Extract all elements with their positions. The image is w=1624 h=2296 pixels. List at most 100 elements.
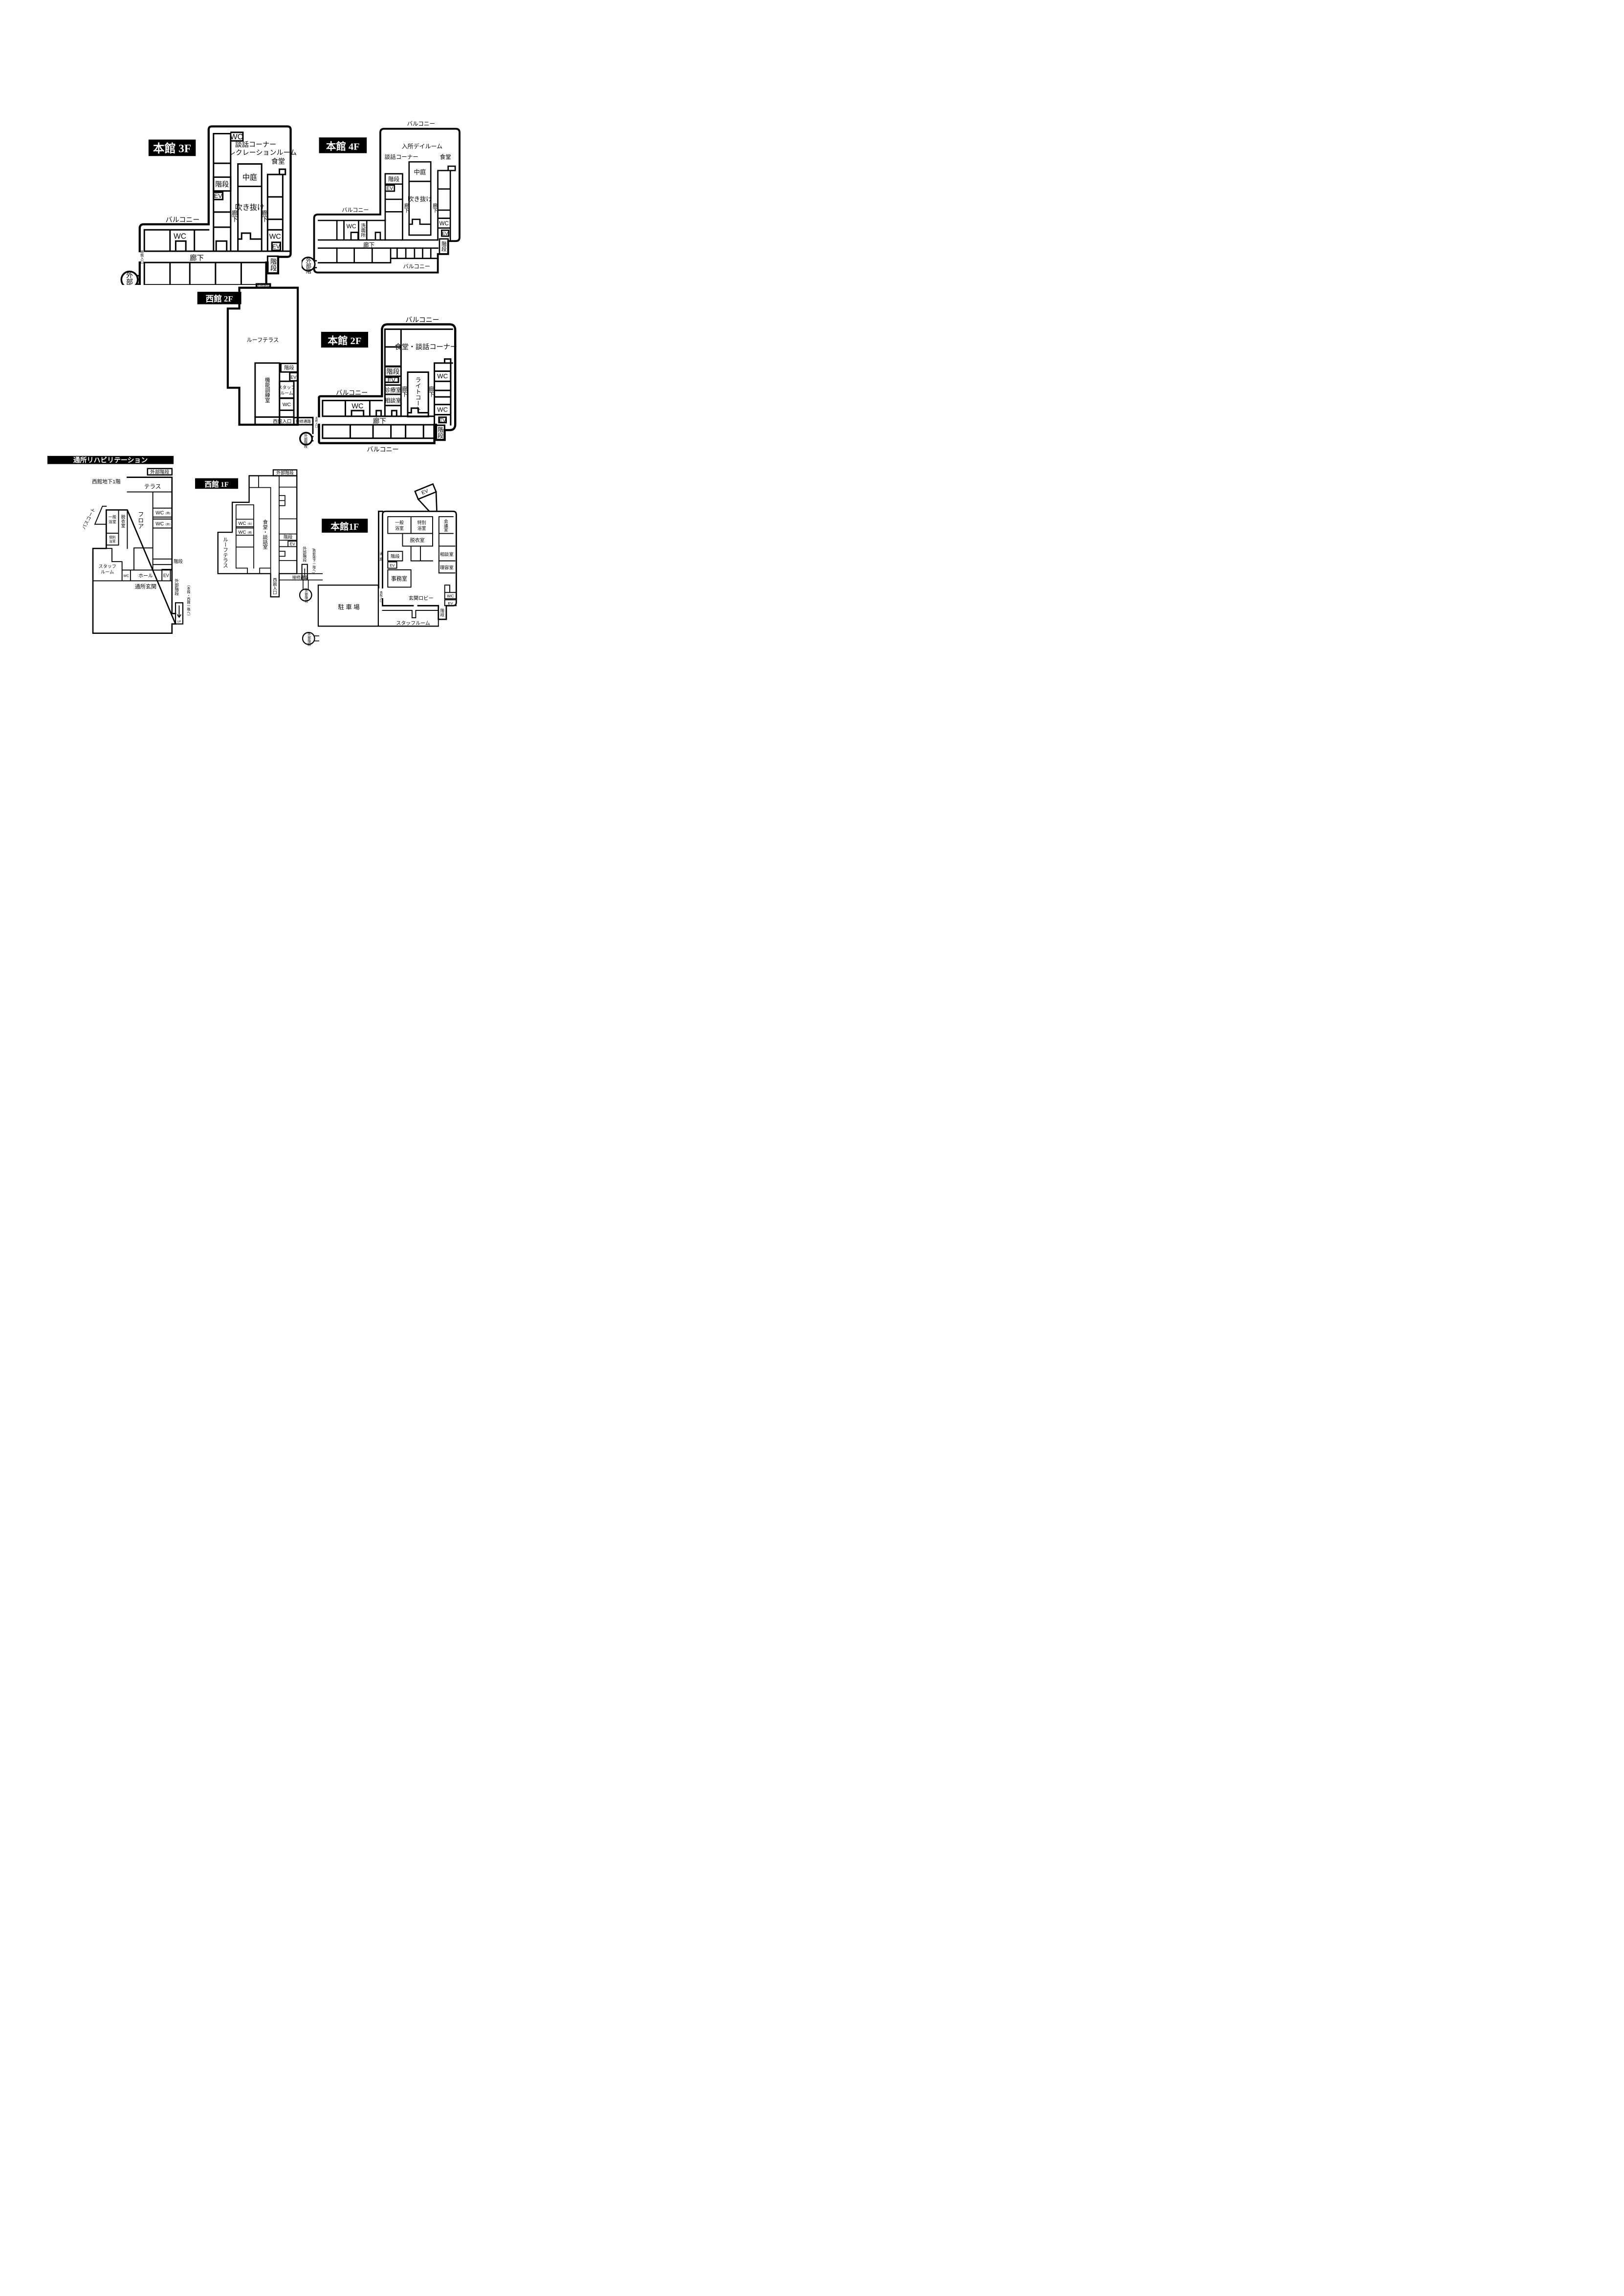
label-gaibu-kaidan-c2: 外部階段: [307, 632, 311, 647]
room-label-soudan: 相談室: [385, 397, 402, 404]
title-bar-nishikan-1f: [195, 478, 239, 489]
room-label-kaidan-right: 階段: [437, 426, 444, 439]
room-label-ev-right: EV: [442, 231, 448, 236]
room-label-ev: EV: [163, 573, 169, 578]
room-label-ippan-2: 浴室: [395, 525, 404, 531]
room-label-shinryo: 診療室: [385, 387, 402, 393]
plan-nishikan-1f: 西館 1F 外部階段 WC (女) WC (男) 食堂・談話室 ルーフテラス 階…: [192, 468, 323, 647]
room-label-recreation-room: レクレーションルーム: [229, 149, 297, 156]
room-label-staff-2: ルーム: [280, 390, 293, 395]
label-honkan-entrance: 本館入口: [314, 416, 318, 429]
label-gaibu-kaidan-mid: 外部階段: [303, 546, 307, 563]
room-label-wc-male-suffix: (男): [248, 531, 252, 534]
room-label-wc-right: WC: [269, 233, 281, 241]
label-setsuzoku-tsuro: 接続通路: [296, 419, 311, 424]
room-label-ev: EV: [290, 375, 297, 380]
room-label-kaidan-right: 階段: [440, 608, 445, 617]
room-label-wc: WC: [447, 594, 454, 599]
room-label-ev: EV: [290, 542, 295, 546]
room-label-kobetsu-1: 個別: [109, 535, 116, 540]
floorplan-nishikan-1f: 西館 1F 外部階段 WC (女) WC (男) 食堂・談話室 ルーフテラス 階…: [195, 469, 323, 647]
label-to-honkan-nishikan-1f: (本館・西館一階へ): [187, 585, 191, 616]
floorplan-honkan-1f: 本館1F EV 一般 浴室 特別 浴室 会議室 脱衣室 階段 EV 通路 相談室…: [317, 483, 457, 627]
room-label-rouka-left: 廊下: [231, 209, 238, 222]
room-label-danwa-corner: 談話コーナー: [385, 153, 418, 160]
room-label-rouka-left: 廊下: [403, 202, 409, 213]
walls: [92, 468, 184, 634]
plan-title: 本館1F: [330, 521, 359, 532]
label-balcony-top: バルコニー: [405, 316, 439, 324]
label-gaibu-kaidan-top: 外部階段: [257, 283, 270, 288]
room-label-kaidan: 階段: [215, 180, 229, 188]
title-bar-honkan-3f: [148, 139, 196, 156]
room-label-rouka-main: 廊下: [373, 417, 386, 425]
room-label-staff-room: スタッフルーム: [396, 620, 430, 626]
label-balcony-mid: バルコニー: [342, 207, 369, 214]
room-label-bath-court: バスコート: [81, 507, 96, 530]
room-label-staff-1: スタッフ: [98, 564, 116, 569]
walls: [226, 283, 314, 442]
title-bar-tsusho: [47, 455, 174, 464]
room-label-danwa-corner: 談話コーナー: [235, 140, 276, 148]
label-balcony-top: バルコニー: [166, 216, 200, 224]
room-label-kobetsu-2: 浴室: [109, 539, 116, 543]
label-tsusho-genkan: 通所玄関: [135, 583, 156, 590]
label-up: UP: [177, 621, 181, 624]
room-label-wc-female-suffix: (女): [248, 522, 252, 526]
room-label-kaidan-right: 階段: [269, 258, 277, 271]
room-label-tokubetsu-2: 浴室: [417, 525, 426, 531]
walls: [317, 483, 457, 627]
room-label-kaidan: 階段: [174, 559, 183, 564]
label-nishikan-b1: 西館地下1階: [92, 478, 121, 485]
room-label-kaidan: 階段: [391, 553, 400, 559]
floorplan-honkan-4f: 本館 4F バルコニー 入所デイルーム 談話コーナー 食堂 中庭 階段 EV 吹…: [302, 121, 461, 274]
floorplan-tsusho: 通所リハビリテーション 外部階段 西館地下1階 テラス フロア WC (男) W…: [47, 455, 191, 634]
label-gaibu-kaidan-right: 外部階段: [175, 578, 179, 596]
plan-title: 本館 2F: [328, 335, 361, 347]
title-bar-honkan-4f: [319, 137, 367, 153]
room-label-nakaniwa: 中庭: [414, 169, 426, 176]
room-label-shokudo: 食堂: [440, 153, 451, 160]
room-label-wc-left: WC: [351, 403, 363, 411]
room-label-ippan-1: 一般: [109, 514, 116, 519]
title-bar-honkan-1f: [322, 519, 368, 533]
room-label-ev: EV: [214, 193, 222, 199]
plan-nishikan-2f: 西館 2F 外部階段 ルーフテラス 階段 EV スタッフ ルーム WC 機能訓練…: [194, 282, 323, 455]
facility-floor-plans: 本館 3F WC 談話コーナー レクレーションルーム 食堂 中庭 階段 EV 吹…: [0, 0, 541, 765]
room-label-wc: WC: [230, 133, 243, 141]
external-stair-circle-2: [302, 631, 315, 645]
room-label-wc-male: WC: [155, 511, 164, 516]
floorplan-honkan-2f: 本館 2F バルコニー 食堂・談話コーナー 階段 EV 診療室 相談室 ライトコ…: [318, 316, 457, 453]
floorplan-honkan-3f: 本館 3F WC 談話コーナー レクレーションルーム 食堂 中庭 階段 EV 吹…: [120, 125, 297, 285]
title-bar-honkan-2f: [321, 331, 369, 348]
room-label-roof-terrace: ルーフテラス: [247, 338, 279, 344]
room-label-shokudo-danwa: 食堂・談話コーナー: [395, 343, 457, 351]
room-label-nakaniwa: 中庭: [242, 173, 257, 182]
walls: [313, 128, 461, 274]
room-label-soudan: 相談室: [440, 551, 454, 557]
label-nishikan-entrance: 西館入口: [272, 578, 277, 595]
room-label-rouka-left: 廊下: [401, 386, 408, 397]
label-balcony-bottom: バルコニー: [403, 263, 430, 270]
label-gaibu-kaidan-top: 外部階段: [150, 469, 169, 475]
room-label-ippan-1: 一般: [395, 520, 404, 525]
room-label-wc-left: WC: [347, 223, 356, 230]
plan-title: 西館 1F: [204, 480, 228, 489]
room-label-rouka-right: 廊下: [428, 386, 435, 397]
label-honkan-entrance: 本館入口: [140, 250, 144, 264]
room-label-kaidan: 階段: [388, 176, 400, 183]
plan-title: 通所リハビリテーション: [73, 456, 148, 464]
external-stair-circle-1: [299, 588, 312, 602]
external-stair-circle: [120, 270, 139, 285]
room-label-floor: フロア: [137, 511, 144, 529]
room-label-tokubetsu-1: 特別: [417, 520, 426, 525]
plan-tsusho-rehabilitation: 通所リハビリテーション 外部階段 西館地下1階 テラス フロア WC (男) W…: [45, 455, 192, 642]
room-label-kinou-kunren: 機能訓練室: [264, 377, 270, 403]
label-gaibu-kaidan-top: 外部階段: [276, 470, 294, 476]
room-label-wc-male-suffix: (男): [166, 512, 171, 515]
room-label-roof-terrace: ルーフテラス: [222, 537, 228, 568]
room-label-rouka-main: 廊下: [190, 254, 204, 262]
room-label-wc-female: WC: [155, 521, 164, 527]
room-label-ev: EV: [386, 186, 393, 191]
label-to-nishikan-b1: (西館地下一階へ): [312, 548, 316, 573]
